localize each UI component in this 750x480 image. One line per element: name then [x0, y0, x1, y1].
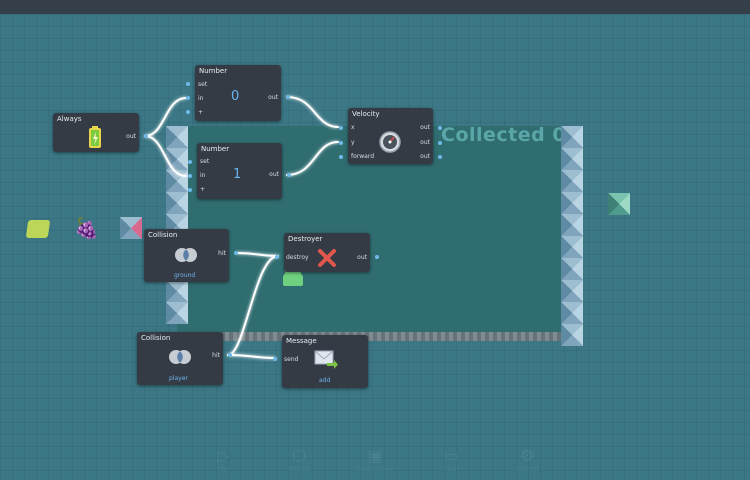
play-button[interactable]: ▷ Play	[193, 446, 253, 473]
collision-target[interactable]: player	[169, 375, 188, 382]
out-port-label: out	[126, 133, 136, 140]
settings-label: Settings	[514, 466, 540, 473]
node-title: Collision	[141, 334, 171, 342]
node-title: Number	[201, 145, 230, 153]
envelope-icon	[314, 350, 338, 369]
always-node[interactable]: Always out	[53, 113, 148, 152]
collision-node-1[interactable]: Collision hit ground	[144, 229, 238, 282]
in-port[interactable]	[188, 174, 192, 178]
wire-always-number2	[144, 135, 187, 177]
collision-node-2[interactable]: Collision hit player	[137, 332, 232, 385]
x-port-label: x	[351, 124, 355, 131]
game-layer-label: Game Layer	[356, 466, 394, 473]
send-port-label: send	[284, 356, 299, 363]
bottom-toolbar: ▷ Play ⬡ Objects ▣ Game Layer ▭ Clear ⚙ …	[180, 446, 580, 480]
sliders-icon: ⚙	[519, 446, 535, 465]
destroyer-node[interactable]: Destroyer destroy out	[275, 233, 379, 272]
objects-label: Objects	[287, 466, 311, 473]
hit-port[interactable]	[234, 251, 238, 255]
play-icon: ▷	[216, 446, 230, 465]
eraser-icon: ▭	[443, 446, 459, 465]
in-port[interactable]	[186, 96, 190, 100]
out-port-label-2: out	[420, 139, 430, 146]
out-port[interactable]	[287, 173, 291, 177]
out-port-label: out	[269, 171, 279, 178]
plus-port-label: +	[198, 109, 204, 116]
close-x-icon	[318, 249, 336, 267]
out-port[interactable]	[144, 134, 148, 138]
send-port[interactable]	[273, 357, 277, 361]
plus-port[interactable]	[186, 110, 190, 114]
top-bar	[0, 0, 750, 14]
destroy-port-label: destroy	[286, 254, 309, 261]
set-port-label: set	[200, 158, 210, 165]
clear-label: Clear	[443, 466, 459, 473]
collision-target[interactable]: ground	[174, 272, 196, 279]
out-port-2[interactable]	[438, 141, 442, 145]
wire-always-number1	[144, 97, 187, 137]
out-port[interactable]	[286, 95, 290, 99]
collision-icon	[169, 350, 191, 364]
destroy-port[interactable]	[275, 255, 279, 259]
right-wall-column	[561, 126, 583, 346]
play-label: Play	[216, 466, 230, 473]
number-node-2[interactable]: Number set in + 1 out	[188, 143, 291, 199]
out-port-1[interactable]	[438, 126, 442, 130]
collected-counter: Collected 0	[441, 124, 567, 146]
forward-port[interactable]	[339, 155, 343, 159]
node-title: Velocity	[352, 110, 380, 118]
out-port-label: out	[357, 254, 367, 261]
wire-number1-velocity	[286, 96, 339, 128]
y-port-label: y	[351, 139, 355, 146]
collision-icon	[175, 248, 197, 262]
velocity-node[interactable]: Velocity x y forward out out out	[339, 108, 442, 164]
in-port-label: in	[198, 95, 204, 102]
out-port-label-3: out	[420, 153, 430, 160]
wire-number2-velocity	[286, 141, 339, 176]
x-port[interactable]	[339, 126, 343, 130]
plus-port-label: +	[200, 186, 206, 193]
grapes-sprite[interactable]: 🍇	[74, 216, 99, 240]
pink-block-sprite[interactable]	[120, 217, 142, 239]
number-node-1[interactable]: Number set in + 0 out	[186, 65, 290, 121]
node-title: Always	[57, 115, 82, 123]
message-node[interactable]: Message send add	[273, 335, 368, 388]
in-port-label: in	[200, 172, 206, 179]
set-port[interactable]	[186, 82, 190, 86]
plus-port[interactable]	[188, 188, 192, 192]
set-port[interactable]	[188, 160, 192, 164]
out-port-label: out	[268, 94, 278, 101]
set-port-label: set	[198, 81, 208, 88]
hit-port-label: hit	[218, 250, 226, 257]
hit-port[interactable]	[228, 353, 232, 357]
message-name[interactable]: add	[319, 377, 331, 384]
number-value[interactable]: 1	[233, 167, 242, 182]
number-value[interactable]: 0	[231, 89, 240, 104]
battery-icon	[89, 126, 101, 148]
wire-collision1-destroyer	[236, 252, 279, 257]
settings-button[interactable]: ⚙ Settings	[497, 446, 557, 473]
wire-collision2-destroyer	[227, 255, 279, 356]
node-title: Message	[286, 337, 317, 345]
clear-button[interactable]: ▭ Clear	[421, 446, 481, 473]
game-layer-button[interactable]: ▣ Game Layer	[345, 446, 405, 473]
out-port-3[interactable]	[438, 155, 442, 159]
node-title: Number	[199, 67, 228, 75]
speedometer-icon	[379, 131, 401, 153]
wire-collision2-message	[227, 354, 276, 359]
forward-port-label: forward	[351, 153, 375, 160]
image-icon: ▣	[367, 446, 383, 465]
y-port[interactable]	[339, 141, 343, 145]
hit-port-label: hit	[212, 352, 220, 359]
out-port[interactable]	[375, 255, 379, 259]
cube-icon: ⬡	[292, 446, 306, 465]
out-port-label-1: out	[420, 124, 430, 131]
arena-floor	[177, 332, 562, 341]
green-block-sprite[interactable]	[608, 193, 630, 215]
objects-button[interactable]: ⬡ Objects	[269, 446, 329, 473]
node-title: Collision	[148, 231, 178, 239]
node-title: Destroyer	[288, 235, 323, 243]
